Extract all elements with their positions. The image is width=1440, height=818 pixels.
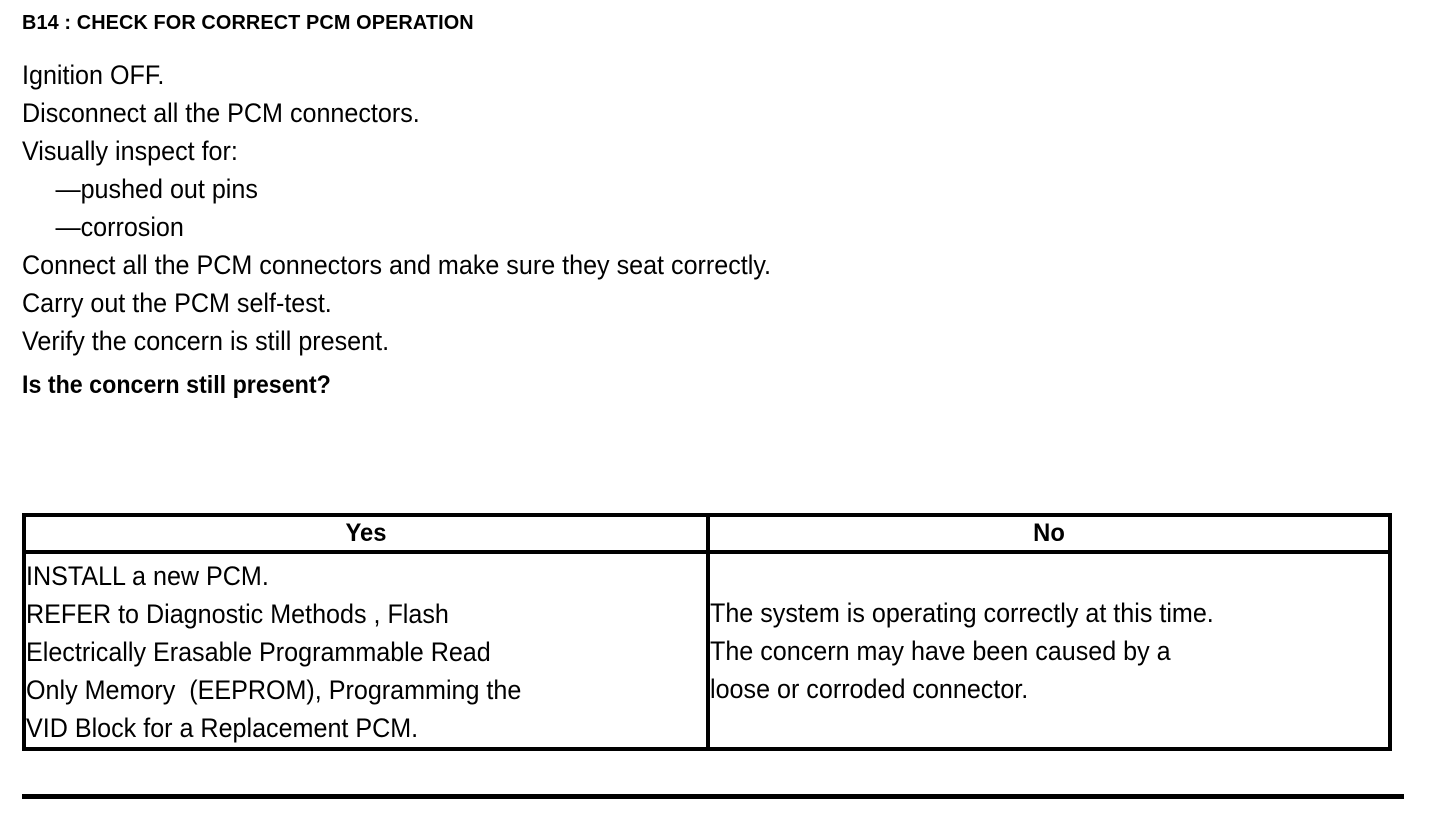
instruction-line: Ignition OFF. <box>22 60 165 90</box>
instruction-line: Verify the concern is still present. <box>22 326 390 356</box>
yes-action-line: INSTALL a new PCM. <box>26 561 269 591</box>
column-header-no: No <box>723 513 1375 554</box>
table-row: INSTALL a new PCM. REFER to Diagnostic M… <box>22 550 1392 751</box>
instruction-line: Disconnect all the PCM connectors. <box>22 98 420 128</box>
decision-question: Is the concern still present? <box>22 371 331 399</box>
decision-table: Yes No INSTALL a new PCM. REFER to Diagn… <box>22 513 1392 751</box>
yes-action-line: REFER to Diagnostic Methods , Flash <box>26 599 449 629</box>
instruction-line: Carry out the PCM self-test. <box>22 288 332 318</box>
footer-divider <box>22 794 1404 799</box>
no-action-line: The system is operating correctly at thi… <box>710 597 1214 628</box>
table-header-row: Yes No <box>24 513 1390 554</box>
instruction-block: Ignition OFF. Disconnect all the PCM con… <box>22 56 1402 404</box>
yes-action-line: Only Memory (EEPROM), Programming the <box>26 675 522 705</box>
instruction-line: Visually inspect for: <box>22 136 238 166</box>
instruction-line: Connect all the PCM connectors and make … <box>22 250 771 280</box>
no-action-line: loose or corroded connector. <box>710 673 1029 704</box>
yes-action-line: VID Block for a Replacement PCM. <box>26 713 419 743</box>
no-action-cell: The system is operating correctly at thi… <box>706 550 1392 751</box>
inspect-item: —corrosion <box>55 212 184 242</box>
step-heading: B14 : CHECK FOR CORRECT PCM OPERATION <box>22 11 474 34</box>
yes-action-cell: INSTALL a new PCM. REFER to Diagnostic M… <box>22 550 710 751</box>
inspect-item: —pushed out pins <box>55 174 258 204</box>
no-action-line: The concern may have been caused by a <box>710 635 1171 666</box>
column-header-yes: Yes <box>39 513 693 554</box>
yes-action-line: Electrically Erasable Programmable Read <box>26 637 491 667</box>
